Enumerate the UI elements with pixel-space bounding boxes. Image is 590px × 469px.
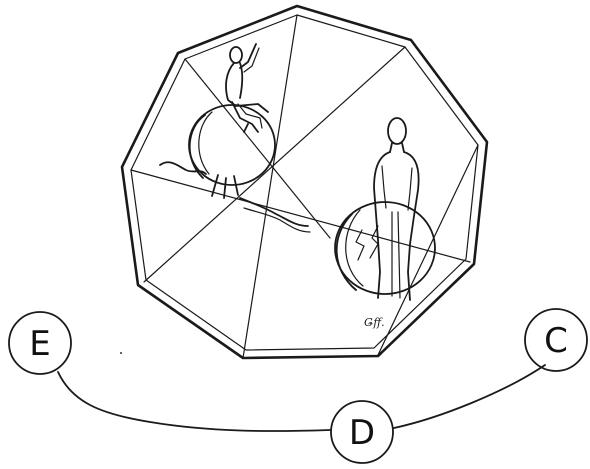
connector-d-c bbox=[394, 365, 545, 428]
standing-figure-right-arm bbox=[408, 168, 412, 210]
node-connector bbox=[58, 365, 545, 431]
seated-figure-foot bbox=[244, 124, 248, 132]
standing-figure-legs bbox=[392, 212, 400, 298]
standing-figure-head bbox=[388, 118, 406, 144]
radial-line bbox=[185, 59, 330, 238]
seated-figure bbox=[226, 44, 268, 132]
node-e: E bbox=[9, 312, 71, 374]
lower-sphere-crescent-inner bbox=[346, 210, 363, 286]
lower-sphere-group bbox=[335, 118, 435, 300]
node-e-label: E bbox=[29, 324, 50, 364]
node-d: D bbox=[331, 401, 393, 463]
wavy-link bbox=[244, 208, 310, 232]
node-d-label: D bbox=[349, 413, 375, 453]
wavy-link bbox=[240, 198, 308, 226]
connector-e-d bbox=[58, 372, 330, 431]
sphere-link bbox=[160, 162, 310, 232]
wavy-link bbox=[160, 162, 206, 174]
artist-signature: Ǥff. bbox=[364, 316, 385, 329]
nonagon-inner bbox=[131, 15, 478, 350]
upper-sphere-legs bbox=[212, 175, 238, 198]
stray-dot bbox=[120, 352, 122, 354]
radial-line bbox=[144, 47, 405, 282]
seated-figure-head bbox=[230, 47, 242, 63]
lower-sphere-marking bbox=[356, 230, 364, 260]
node-c: C bbox=[525, 309, 587, 371]
node-c-label: C bbox=[544, 321, 568, 361]
upper-sphere-crescent-inner bbox=[199, 112, 212, 174]
standing-figure-left-side bbox=[374, 152, 390, 298]
seated-figure-arm-outline bbox=[244, 48, 259, 72]
